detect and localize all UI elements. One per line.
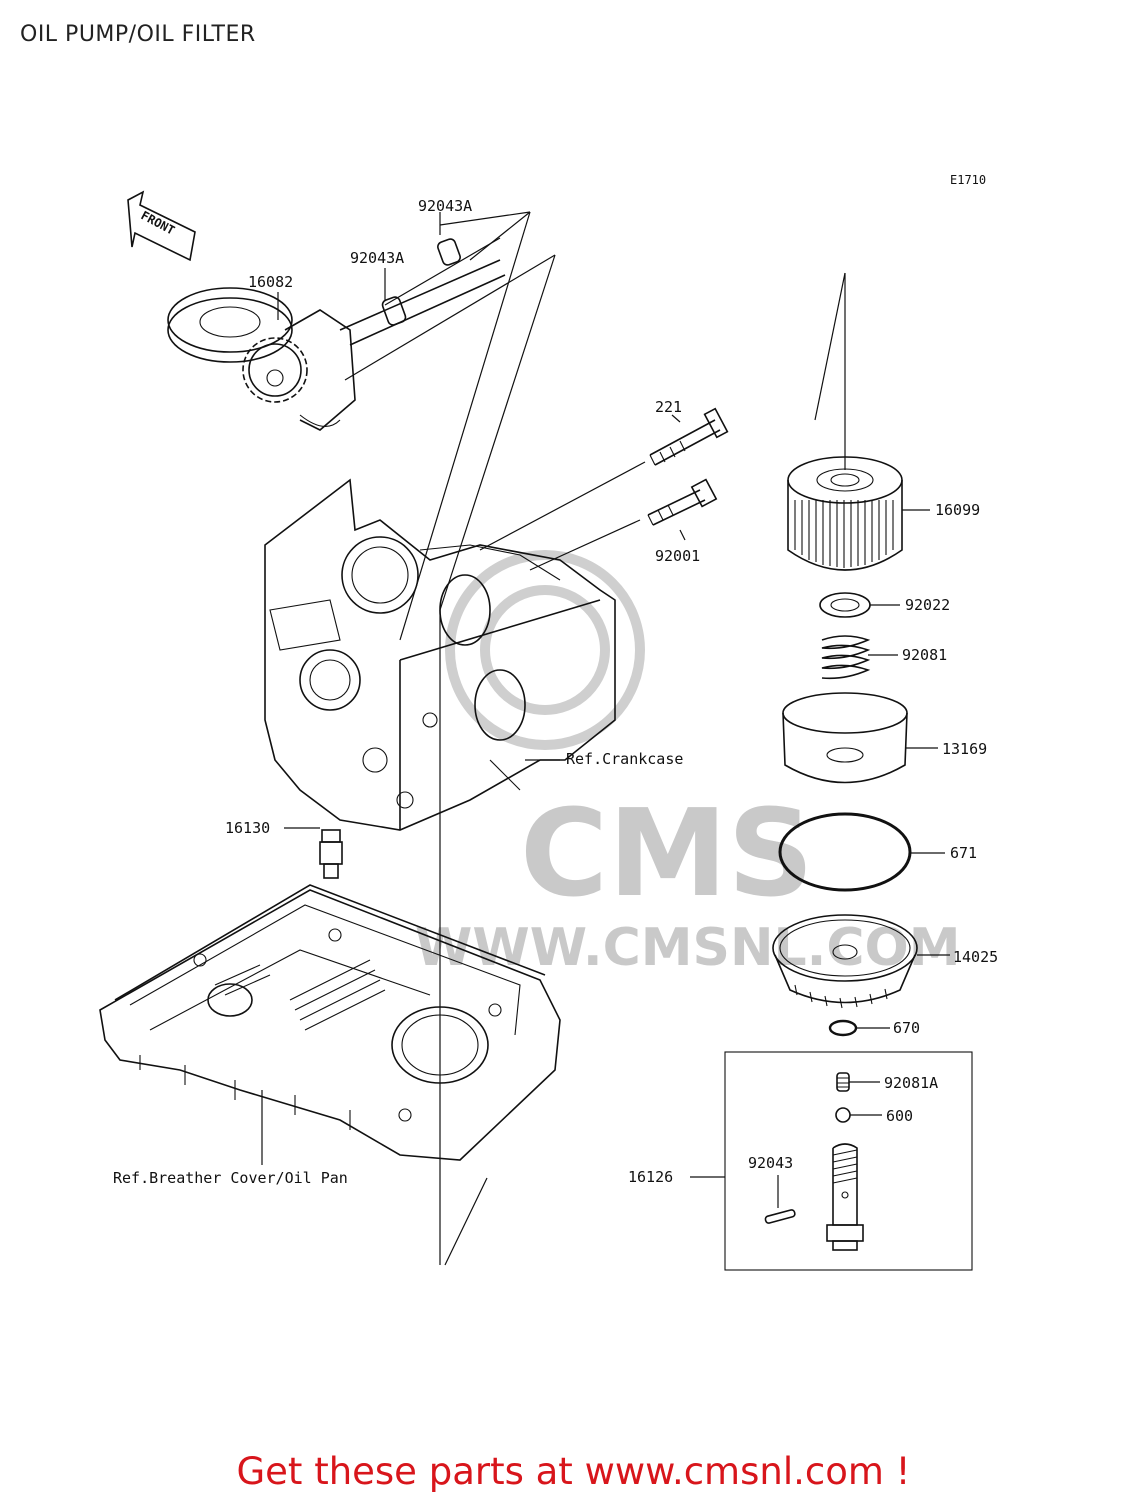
ball-600	[835, 1107, 851, 1123]
crankcase-ref	[264, 478, 616, 831]
dowel-92043a-low	[381, 296, 407, 326]
label-16126: 16126	[628, 1168, 673, 1186]
front-arrow-icon: FRONT	[127, 190, 196, 262]
cup-13169	[782, 692, 908, 784]
label-92001: 92001	[655, 547, 700, 565]
bolt-221	[649, 407, 729, 466]
parts-diagram: CMS WWW.CMSNL.COM E1710 FRONT	[99, 173, 998, 1271]
label-16130: 16130	[225, 819, 270, 837]
label-92043a-top: 92043A	[418, 197, 472, 215]
label-92022: 92022	[905, 596, 950, 614]
page-title: OIL PUMP/OIL FILTER	[20, 22, 256, 47]
cover-14025	[772, 914, 918, 1009]
oil-filter-16099	[787, 272, 903, 571]
oil-pan-ref	[99, 884, 561, 1161]
diagram-code: E1710	[950, 173, 986, 187]
oil-pump-16082	[167, 259, 506, 431]
spring-92081a	[836, 1072, 850, 1092]
watermark-brand: CMS	[520, 785, 814, 924]
bolt-16126	[826, 1143, 864, 1251]
footer-link[interactable]: Get these parts at www.cmsnl.com !	[236, 1450, 911, 1493]
front-label: FRONT	[139, 208, 177, 237]
bolt-assembly-box	[724, 1051, 973, 1271]
label-14025: 14025	[953, 948, 998, 966]
watermark-url: WWW.CMSNL.COM	[415, 918, 960, 978]
label-16082: 16082	[248, 273, 293, 291]
label-600: 600	[886, 1107, 913, 1125]
label-221: 221	[655, 398, 682, 416]
label-13169: 13169	[942, 740, 987, 758]
o-ring-671	[778, 812, 912, 892]
label-breather: Ref.Breather Cover/Oil Pan	[113, 1169, 348, 1187]
label-670: 670	[893, 1019, 920, 1037]
label-92081: 92081	[902, 646, 947, 664]
pin-92043	[764, 1209, 796, 1224]
cms-watermark: CMS WWW.CMSNL.COM	[415, 550, 960, 978]
label-92081a: 92081A	[884, 1074, 938, 1092]
label-92043: 92043	[748, 1154, 793, 1172]
relief-valve-16130	[319, 829, 343, 879]
label-16099: 16099	[935, 501, 980, 519]
label-671: 671	[950, 844, 977, 862]
o-ring-670	[828, 1019, 858, 1037]
bolt-92001	[647, 478, 718, 526]
label-92043a-low: 92043A	[350, 249, 404, 267]
dowel-92043a-top	[437, 238, 461, 266]
washer-92022	[819, 592, 871, 618]
label-crankcase: Ref.Crankcase	[566, 750, 683, 768]
spring-92081	[821, 635, 871, 680]
